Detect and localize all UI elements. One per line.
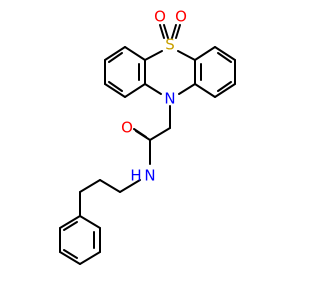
carbonyl-oxygen-label: O [121, 119, 133, 137]
sulfur-label: S [165, 36, 175, 54]
sulfonyl-bonds [159, 24, 181, 39]
right-benzene-ring [194, 46, 236, 98]
bond-lines [59, 24, 236, 265]
left-benzene-ring [104, 46, 146, 98]
ring-nitrogen-label: N [164, 90, 175, 108]
sulfonyl-oxygen-left-label: O [154, 8, 166, 26]
sulfonyl-oxygen-right-label: O [175, 8, 187, 26]
atom-labels: S O O N O N H [121, 8, 187, 185]
phenyl-ring [59, 191, 101, 265]
side-chain [79, 105, 171, 193]
central-ring [144, 50, 196, 95]
amide-hydrogen-label: H [130, 167, 141, 185]
molecule-structure: S O O N O N H [59, 8, 236, 265]
amide-nitrogen-label: N [144, 167, 155, 185]
